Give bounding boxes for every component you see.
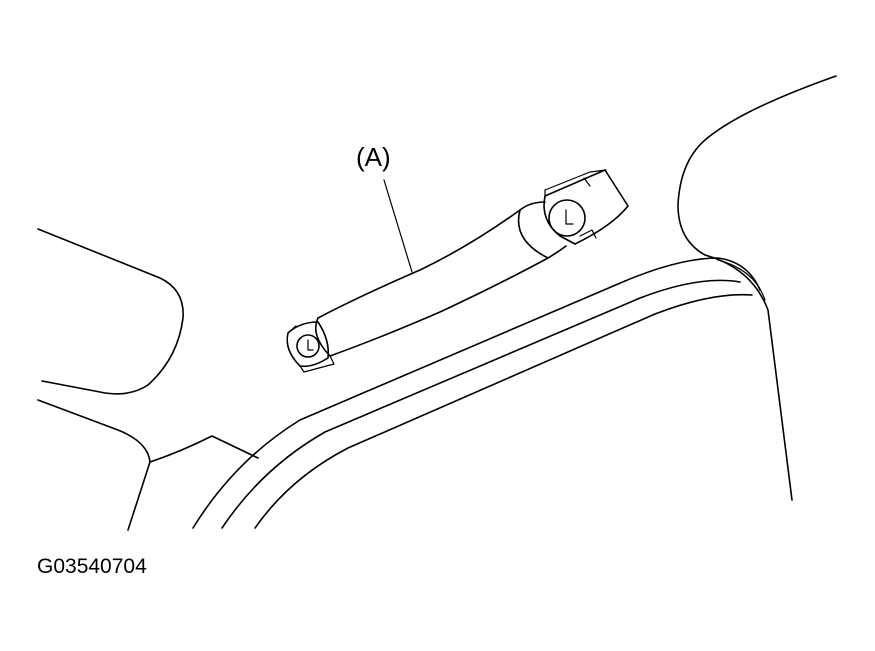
window-frame-middle — [221, 279, 741, 529]
upper-left-panel-outline — [37, 228, 184, 395]
callout-leader-line — [383, 179, 413, 273]
right-pillar-outline — [677, 75, 837, 501]
callout-label-a: (A) — [356, 142, 391, 172]
window-frame-inner — [254, 293, 753, 529]
right-pillar-seam — [717, 259, 766, 301]
hose-body-upper-edge — [317, 201, 546, 319]
hose-body-lower-edge — [329, 245, 567, 357]
hose-right-connector — [543, 169, 629, 245]
lower-left-panel-edge — [149, 435, 259, 463]
hose-left-connector — [286, 321, 335, 373]
window-frame-outer — [192, 257, 761, 529]
hose-right-collar — [517, 209, 549, 259]
lower-left-panel-outline — [37, 399, 151, 531]
hose-left-end-curve — [314, 317, 331, 357]
figure-id-label: G03540704 — [37, 555, 147, 578]
